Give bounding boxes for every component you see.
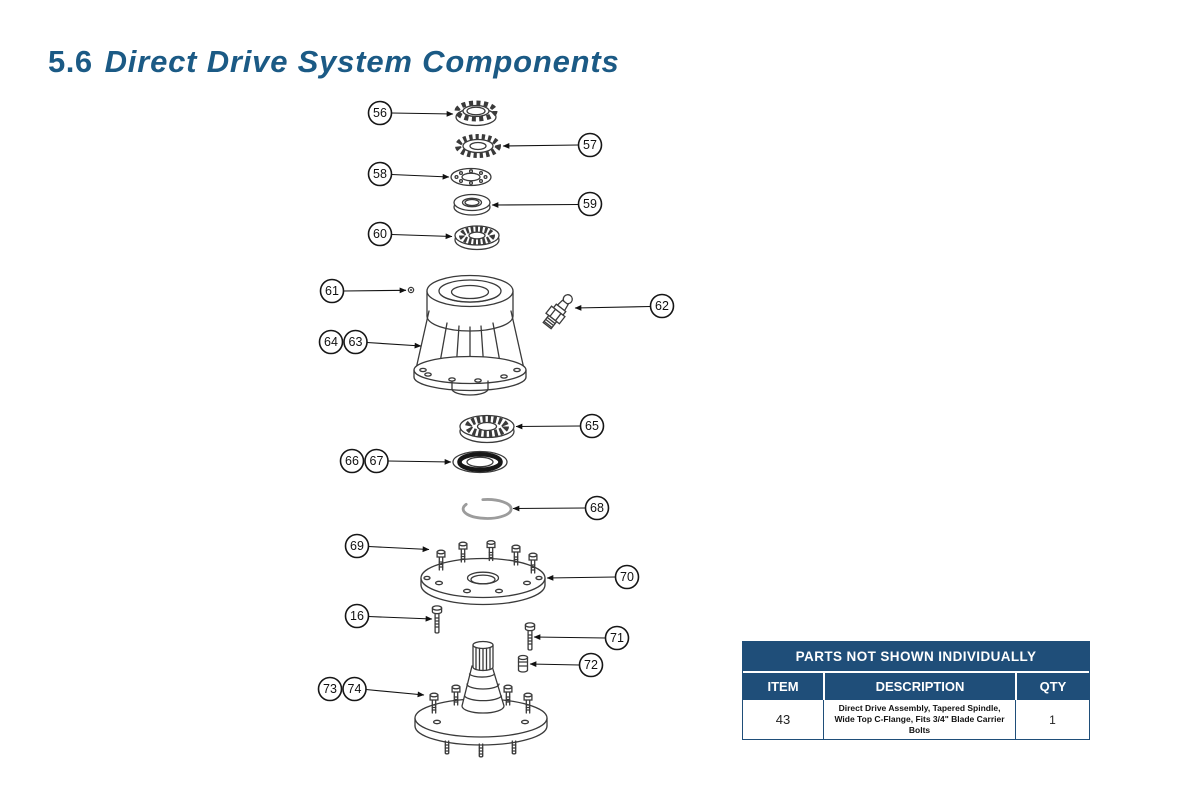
callout-74: 74: [342, 676, 425, 702]
section-number: 5.6: [48, 44, 93, 79]
callout-69: 69: [344, 533, 430, 559]
callout-57: 57: [502, 132, 603, 158]
callout-63: 63: [343, 329, 422, 355]
svg-text:73: 73: [323, 682, 337, 696]
part-castle-nut: [454, 100, 498, 127]
svg-text:59: 59: [583, 197, 597, 211]
part-tooth-lock-washer: [455, 134, 501, 158]
part-blade-carrier-flange: [420, 540, 546, 606]
callout-71: 71: [533, 625, 630, 651]
callout-72: 72: [529, 652, 604, 678]
table-header-qty: QTY: [1015, 673, 1089, 700]
callout-70: 70: [546, 564, 640, 590]
svg-text:69: 69: [350, 539, 364, 553]
table-title: PARTS NOT SHOWN INDIVIDUALLY: [743, 642, 1089, 673]
part-snap-ring: [461, 498, 513, 520]
part-upper-bearing: [454, 225, 500, 251]
table-header-item: ITEM: [743, 673, 823, 700]
callout-59: 59: [491, 191, 603, 217]
svg-text:57: 57: [583, 138, 597, 152]
svg-text:60: 60: [373, 227, 387, 241]
svg-text:67: 67: [370, 454, 384, 468]
part-spacer-72: [517, 654, 529, 673]
callout-62: 62: [574, 293, 675, 319]
callout-66: 66: [339, 448, 365, 474]
svg-text:71: 71: [610, 631, 624, 645]
svg-text:74: 74: [348, 682, 362, 696]
part-bolt-71: [524, 622, 536, 651]
callout-16: 16: [344, 603, 433, 629]
callout-67: 67: [364, 448, 452, 474]
callout-73: 73: [317, 676, 343, 702]
svg-text:62: 62: [655, 299, 669, 313]
svg-text:72: 72: [584, 658, 598, 672]
svg-text:70: 70: [620, 570, 634, 584]
callout-60: 60: [367, 221, 453, 247]
callout-65: 65: [515, 413, 605, 439]
parts-not-shown-table: PARTS NOT SHOWN INDIVIDUALLY ITEM DESCRI…: [742, 641, 1090, 741]
part-spindle-hub-assembly: [414, 640, 548, 758]
callout-56: 56: [367, 100, 454, 126]
part-spindle-nut: [453, 193, 491, 216]
table-cell-item: 43: [775, 712, 791, 728]
part-set-screw: [407, 286, 415, 294]
part-bearing-cone: [459, 414, 515, 444]
svg-text:56: 56: [373, 106, 387, 120]
part-grease-fitting: [542, 294, 573, 330]
section-title: Direct Drive System Components: [104, 44, 620, 79]
part-grease-seal: [452, 450, 508, 474]
table-cell-description: Direct Drive Assembly, Tapered Spindle, …: [823, 700, 1015, 740]
svg-text:58: 58: [373, 167, 387, 181]
part-bolt-16: [431, 605, 443, 634]
table-cell-qty: 1: [1015, 700, 1089, 740]
table-header-row: ITEM DESCRIPTION QTY: [743, 673, 1089, 700]
part-tab-washer: [450, 167, 492, 187]
svg-text:68: 68: [590, 501, 604, 515]
callout-64: 64: [318, 329, 344, 355]
svg-text:61: 61: [325, 284, 339, 298]
callout-68: 68: [512, 495, 610, 521]
table-row: 43 Direct Drive Assembly, Tapered Spindl…: [743, 700, 1089, 740]
svg-text:63: 63: [349, 335, 363, 349]
svg-text:65: 65: [585, 419, 599, 433]
callout-61: 61: [319, 278, 407, 304]
callout-58: 58: [367, 161, 450, 187]
svg-text:66: 66: [345, 454, 359, 468]
part-spindle-housing: [413, 274, 527, 396]
page-title: 5.6 Direct Drive System Components: [48, 44, 620, 80]
svg-text:16: 16: [350, 609, 364, 623]
table-header-description: DESCRIPTION: [823, 673, 1015, 700]
svg-text:64: 64: [324, 335, 338, 349]
